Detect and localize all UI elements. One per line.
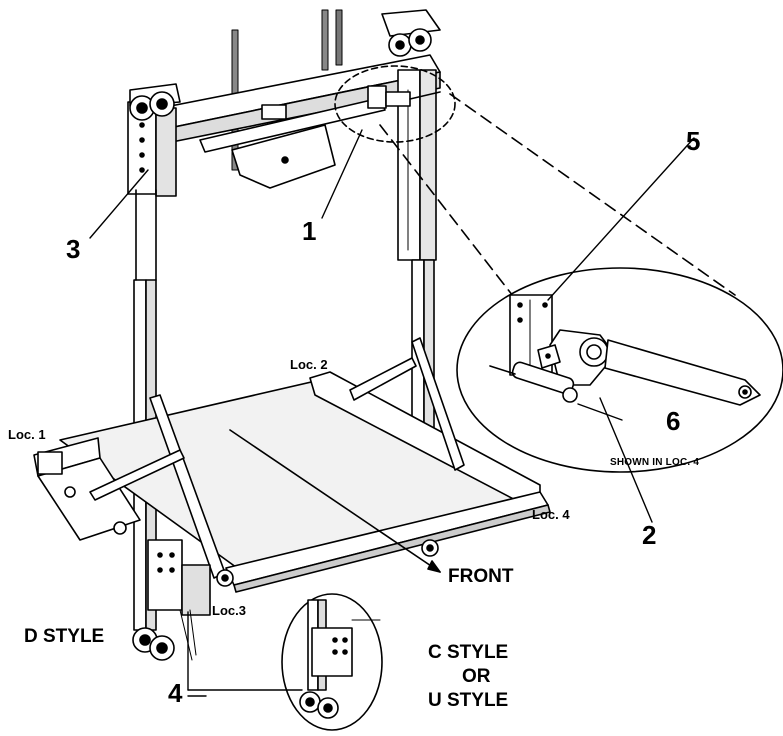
platform <box>33 337 551 593</box>
location-3-label: Loc.3 <box>212 603 246 618</box>
location-2-label: Loc. 2 <box>290 357 328 372</box>
front-label: FRONT <box>448 566 514 587</box>
location-1-label: Loc. 1 <box>8 427 46 442</box>
callout-6: 6 <box>666 406 681 436</box>
callout-2: 2 <box>642 520 657 550</box>
d-style-carriage <box>132 539 211 661</box>
callout-3: 3 <box>66 234 81 264</box>
or-label: OR <box>462 666 491 687</box>
leader-lines <box>89 129 695 697</box>
d-style-label: D STYLE <box>24 626 105 647</box>
shown-in-location-label: SHOWN IN LOC. 4 <box>610 457 700 468</box>
u-style-label: U STYLE <box>428 690 509 711</box>
callout-5: 5 <box>686 126 701 156</box>
cu-style-inset <box>281 593 383 731</box>
upper-carriage <box>127 9 456 261</box>
callout-4: 4 <box>168 678 183 708</box>
location-4-label: Loc. 4 <box>532 507 570 522</box>
c-style-label: C STYLE <box>428 642 509 663</box>
detail-view <box>379 93 783 473</box>
callout-1: 1 <box>302 216 317 246</box>
